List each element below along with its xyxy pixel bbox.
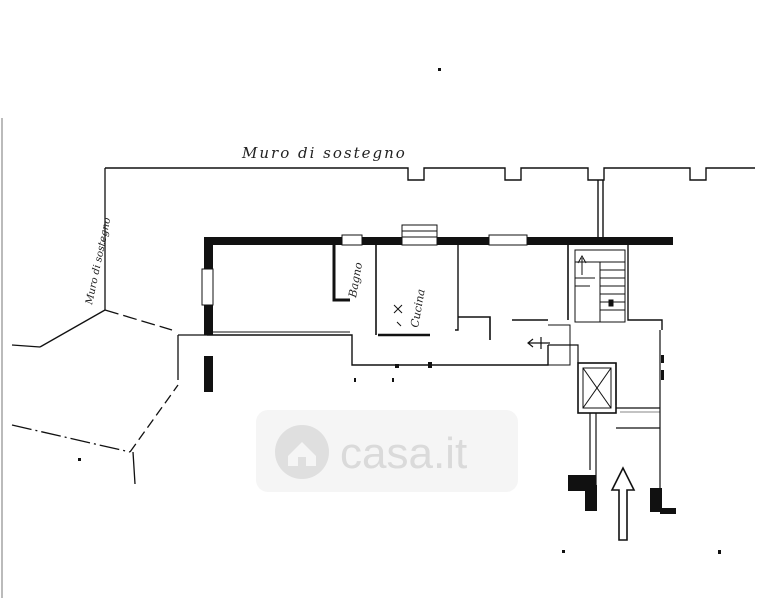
entrance-arrow-icon [610, 466, 636, 541]
house-icon [275, 425, 329, 479]
watermark: casa.it [256, 410, 518, 492]
retaining-wall-top [105, 167, 755, 238]
label-retaining-wall-left: Muro di sostegno [84, 217, 113, 307]
wall-fragments [78, 68, 721, 554]
label-retaining-wall-top: Muro di sostegno [241, 144, 407, 162]
entrance-walls [568, 355, 676, 514]
label-bathroom: Bagno [346, 261, 365, 299]
retaining-wall-left [11, 168, 173, 348]
lower-left-boundary [11, 334, 207, 485]
window-kitchen [488, 234, 528, 246]
windows [201, 224, 528, 306]
watermark-text: casa.it [340, 429, 467, 478]
window-left [201, 268, 214, 306]
exterior-walls [204, 237, 673, 392]
window-bay [401, 224, 438, 246]
door-arrow-icon [527, 337, 550, 349]
staircase [574, 249, 626, 323]
stair-arrow-icon [577, 254, 587, 275]
label-kitchen: Cucina [408, 288, 428, 328]
kitchen-symbol-icon [393, 304, 403, 327]
window-bathroom [341, 234, 363, 246]
elevator-shaft [577, 362, 617, 414]
interior-walls [207, 245, 663, 366]
entrance-corridor [548, 330, 661, 490]
